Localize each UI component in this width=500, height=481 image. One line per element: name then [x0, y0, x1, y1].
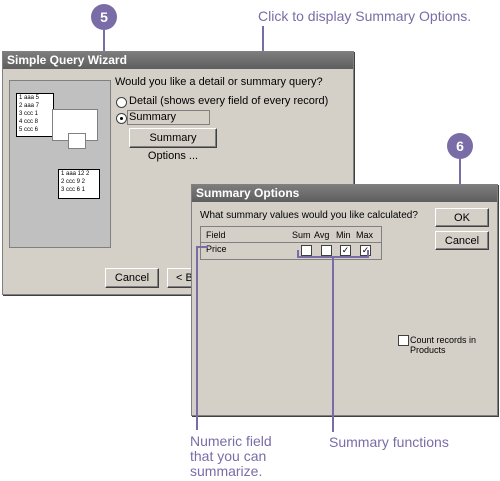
summary-radio[interactable]: [116, 113, 127, 124]
summary-functions-bracket-r: [367, 250, 369, 258]
summary-options-dialog: Summary Options What summary values woul…: [191, 184, 498, 416]
source-table-row: 5 ccc 6: [19, 127, 39, 133]
source-table-row: 1 aaa 5: [19, 95, 40, 101]
summary-options-title: Summary Options: [192, 185, 497, 202]
price-avg-checkbox[interactable]: [321, 245, 332, 256]
summary-functions-bracket-l: [297, 250, 299, 258]
wizard-illustration: 1 aaa 52 aaa 73 ccc 14 ccc 85 ccc 6 Σ 1 …: [9, 80, 111, 248]
price-min-checkbox[interactable]: ✓: [340, 245, 351, 256]
result-table-graphic: 1 aaa 12 2 2 ccc 9 2 3 ccc 6 1: [58, 169, 100, 199]
row-separator: [201, 242, 381, 243]
min-header: Min: [336, 230, 351, 240]
field-header: Field: [206, 230, 226, 240]
wizard-title: Simple Query Wizard: [3, 52, 353, 69]
callout-top-text: Click to display Summary Options.: [258, 8, 472, 24]
numeric-field-callout-line2: that you can: [190, 448, 267, 464]
detail-label[interactable]: Detail (shows every field of every recor…: [129, 95, 329, 107]
source-table-graphic: 1 aaa 5 2 aaa 7 3 ccc 1 4 ccc 8 5 ccc 6: [16, 93, 54, 137]
sum-header: Sum: [292, 230, 311, 240]
arrow-graphic-2: [68, 133, 86, 149]
numeric-field-callout-line1: Numeric field: [190, 433, 272, 449]
numeric-field-line: [196, 246, 198, 430]
summary-functions-line: [332, 256, 334, 432]
numeric-field-callout: Numeric field that you can summarize.: [190, 434, 272, 479]
price-max-checkbox[interactable]: ✓: [360, 245, 371, 256]
count-records-checkbox[interactable]: [398, 335, 409, 346]
step-5-badge: 5: [91, 4, 117, 30]
source-table-row: 2 aaa 7: [19, 103, 40, 109]
summary-functions-callout: Summary functions: [329, 434, 449, 450]
count-records-label-line2: Products: [410, 345, 446, 355]
numeric-field-line-h: [196, 246, 208, 248]
step-6-badge: 6: [447, 133, 473, 159]
numeric-field-callout-line3: summarize.: [190, 463, 263, 479]
summary-cancel-button[interactable]: Cancel: [435, 231, 489, 250]
wizard-cancel-button[interactable]: Cancel: [105, 268, 159, 288]
wizard-question: Would you like a detail or summary query…: [115, 76, 323, 88]
summary-label[interactable]: Summary: [127, 110, 210, 125]
ok-button[interactable]: OK: [435, 208, 489, 227]
source-table-row: 3 ccc 1: [19, 111, 39, 117]
result-table-row: 3 ccc 6 1: [61, 187, 86, 193]
avg-header: Avg: [314, 230, 330, 240]
max-header: Max: [356, 230, 374, 240]
field-grid: Field Sum Avg Min Max Price ✓ ✓: [200, 226, 382, 260]
source-table-row: 4 ccc 8: [19, 119, 39, 125]
price-sum-checkbox[interactable]: [301, 245, 312, 256]
price-field-label: Price: [206, 244, 227, 254]
count-records-label-line1: Count records in: [410, 335, 477, 345]
result-table-row: 2 ccc 9 2: [61, 179, 86, 185]
summary-options-button[interactable]: Summary Options ...: [129, 128, 217, 162]
result-table-row: 1 aaa 12 2: [61, 171, 90, 177]
count-records-label[interactable]: Count records in Products: [410, 335, 476, 355]
detail-radio[interactable]: [116, 97, 127, 108]
summary-question: What summary values would you like calcu…: [200, 210, 418, 221]
